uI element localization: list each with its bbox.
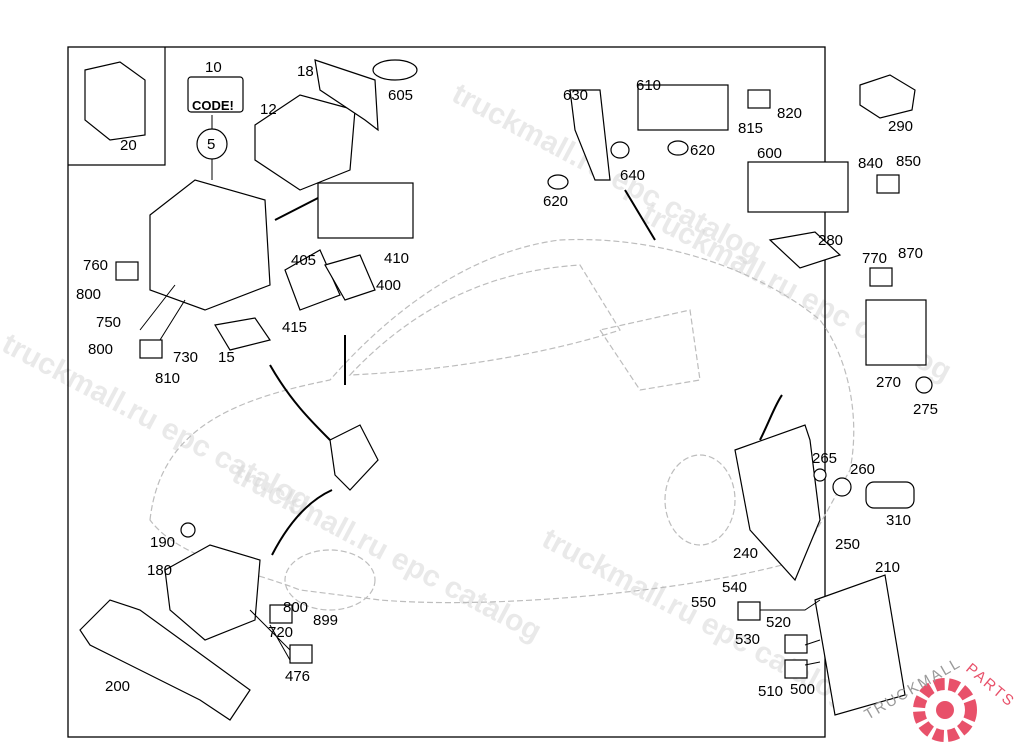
label-400: 400 (376, 277, 401, 294)
bracket-240 (734, 424, 821, 582)
label-405: 405 (291, 252, 316, 269)
label-800b: 800 (88, 341, 113, 358)
label-290: 290 (888, 118, 913, 135)
radio-12 (254, 94, 356, 191)
label-730: 730 (173, 349, 198, 366)
label-310: 310 (886, 512, 911, 529)
plug-520 (784, 634, 808, 654)
label-500: 500 (790, 681, 815, 698)
part-290 (859, 74, 916, 119)
label-600: 600 (757, 145, 782, 162)
cd-605 (372, 59, 418, 81)
label-540: 540 (722, 579, 747, 596)
plug-730 (139, 339, 163, 359)
unit-210 (814, 574, 906, 716)
code-badge: CODE! (192, 98, 234, 113)
label-899: 899 (313, 612, 338, 629)
mount-car (329, 424, 379, 491)
screw-190 (180, 522, 196, 538)
plug-500 (784, 659, 808, 679)
label-510: 510 (758, 683, 783, 700)
label-800: 800 (76, 286, 101, 303)
plug-540 (737, 601, 761, 621)
label-640: 640 (620, 167, 645, 184)
label-850: 850 (896, 153, 921, 170)
label-270: 270 (876, 374, 901, 391)
label-720: 720 (268, 624, 293, 641)
label-5: 5 (207, 136, 215, 153)
label-550: 550 (691, 594, 716, 611)
label-760: 760 (83, 257, 108, 274)
label-280: 280 (818, 232, 843, 249)
label-620b: 620 (543, 193, 568, 210)
unit-180 (164, 544, 261, 641)
label-190: 190 (150, 534, 175, 551)
plug-760 (115, 261, 139, 281)
manual-book (84, 61, 146, 141)
label-605: 605 (388, 87, 413, 104)
unit-600 (747, 161, 849, 213)
grommet-620 (667, 140, 689, 156)
display-unit (317, 182, 414, 239)
leaders (139, 115, 821, 666)
label-10: 10 (205, 59, 222, 76)
plug-476 (289, 644, 313, 664)
module-400 (324, 254, 376, 301)
module-270 (865, 299, 927, 366)
label-15: 15 (218, 349, 235, 366)
plug-770 (869, 267, 893, 287)
part-265 (813, 468, 827, 482)
label-870: 870 (898, 245, 923, 262)
module-610 (637, 84, 729, 131)
plug-815 (747, 89, 771, 109)
label-410: 410 (384, 250, 409, 267)
part-640 (610, 141, 630, 159)
label-770: 770 (862, 250, 887, 267)
part-275 (915, 376, 933, 394)
label-750: 750 (96, 314, 121, 331)
label-18: 18 (297, 63, 314, 80)
plug-840 (876, 174, 900, 194)
label-800c: 800 (283, 599, 308, 616)
label-530: 530 (735, 631, 760, 648)
label-275: 275 (913, 401, 938, 418)
head-unit-housing (149, 179, 271, 311)
label-415: 415 (282, 319, 307, 336)
remote-280 (768, 231, 842, 269)
label-12: 12 (260, 101, 277, 118)
part-310 (865, 481, 915, 509)
label-840: 840 (858, 155, 883, 172)
plug-720 (269, 604, 293, 624)
label-620: 620 (690, 142, 715, 159)
inset-frame (68, 47, 166, 166)
part-260 (832, 477, 852, 497)
label-820: 820 (777, 105, 802, 122)
label-476: 476 (285, 668, 310, 685)
hard-drive-15 (214, 317, 271, 351)
bracket-630 (569, 89, 611, 181)
diagram-frame (67, 46, 826, 738)
label-520: 520 (766, 614, 791, 631)
callout-labels: 20 10 5 18 605 12 760 800 750 800 730 81… (76, 59, 938, 700)
label-260: 260 (850, 461, 875, 478)
label-20: 20 (120, 137, 137, 154)
bracket-18 (314, 59, 379, 132)
label-180: 180 (147, 562, 172, 579)
label-815: 815 (738, 120, 763, 137)
label-610: 610 (636, 77, 661, 94)
bracket-200 (79, 599, 251, 721)
label-810: 810 (155, 370, 180, 387)
label-630: 630 (563, 87, 588, 104)
parts: CODE! (79, 59, 933, 721)
label-240: 240 (733, 545, 758, 562)
grommet-620b (547, 174, 569, 190)
label-250: 250 (835, 536, 860, 553)
car-outline (149, 238, 855, 611)
code-card (187, 76, 244, 113)
label-200: 200 (105, 678, 130, 695)
label-210: 210 (875, 559, 900, 576)
label-265: 265 (812, 450, 837, 467)
